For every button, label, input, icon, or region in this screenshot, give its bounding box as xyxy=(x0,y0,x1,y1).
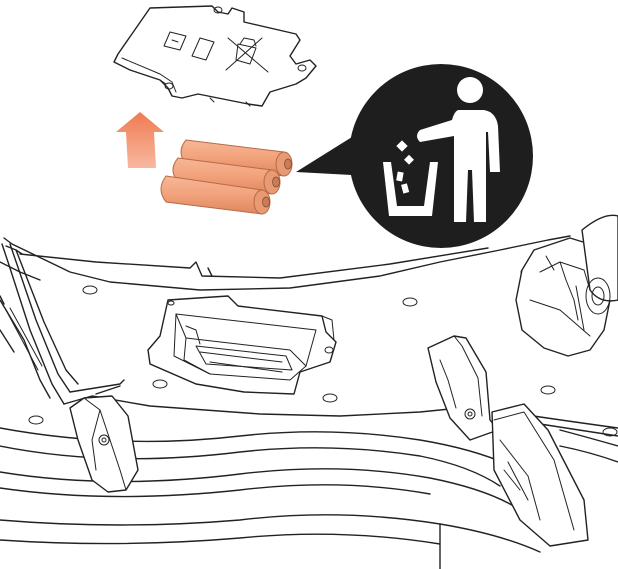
cover-crossed-bin-icon xyxy=(225,37,269,73)
waste-bin-icon xyxy=(383,162,438,216)
aa-batteries xyxy=(160,139,293,215)
remove-arrow xyxy=(116,112,164,168)
right-stand-neck xyxy=(427,335,589,547)
aa-battery-top xyxy=(180,139,293,177)
aa-battery-bottom xyxy=(160,175,271,215)
recycle-disposal-icon xyxy=(296,64,533,248)
right-pivot-joint xyxy=(515,214,618,357)
aa-battery-middle xyxy=(172,157,281,195)
left-bracket xyxy=(69,395,139,493)
tv-stand-base xyxy=(0,214,618,569)
person-icon xyxy=(417,77,500,222)
battery-compartment xyxy=(147,295,337,395)
battery-cover xyxy=(113,5,317,107)
